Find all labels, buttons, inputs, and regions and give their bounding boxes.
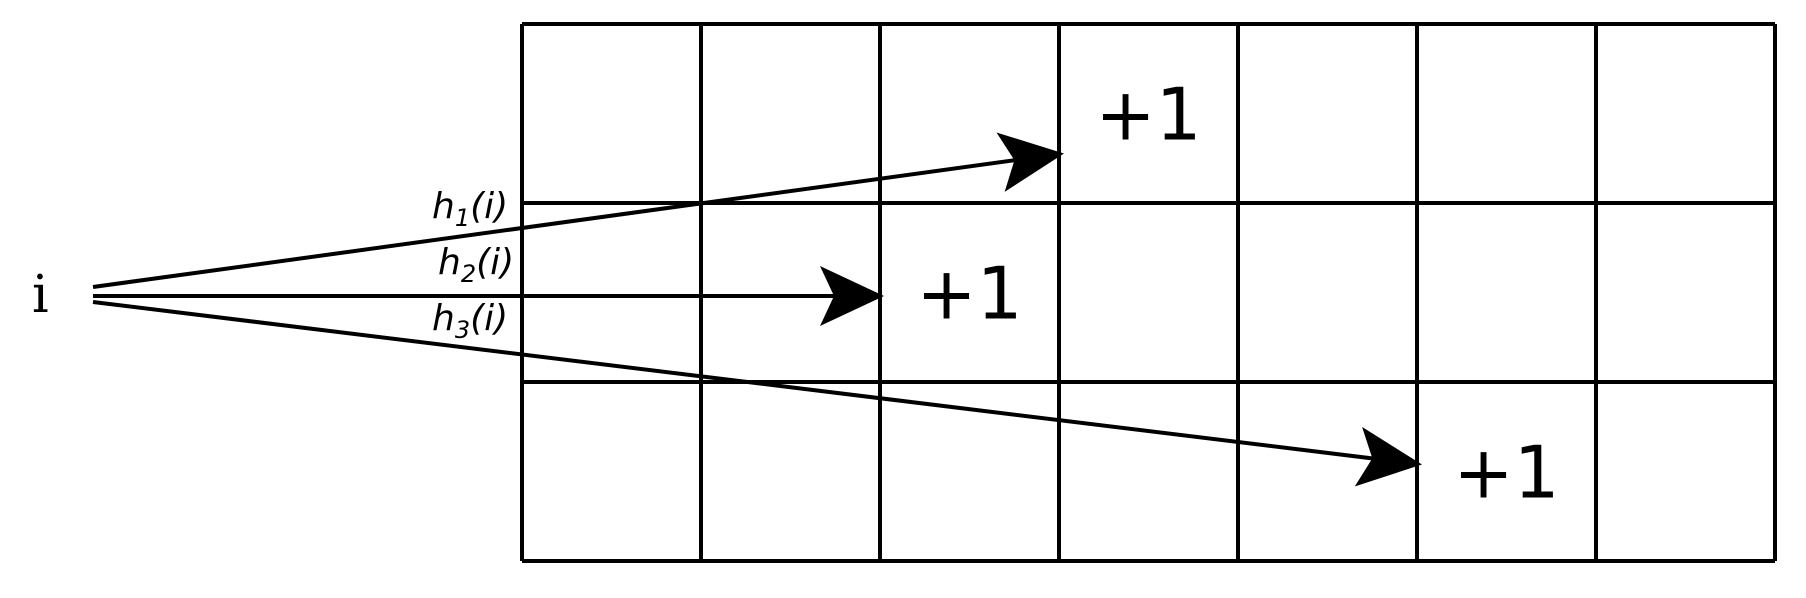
hash-arrow-1 xyxy=(92,132,1064,289)
hash-labels: h1(i) h2(i) h3(i) xyxy=(432,186,514,344)
hash-arrow-3 xyxy=(92,300,1422,487)
increment-label-3: +1 xyxy=(1453,431,1559,515)
item-label: i xyxy=(32,265,49,325)
increment-label-1: +1 xyxy=(1095,73,1201,157)
hash-label-1: h1(i) xyxy=(432,186,508,232)
increment-label-2: +1 xyxy=(916,252,1022,336)
increment-labels: +1 +1 +1 xyxy=(916,73,1559,515)
hash-label-2: h2(i) xyxy=(438,242,514,288)
counter-grid xyxy=(520,22,1777,563)
hash-arrows xyxy=(92,132,1422,487)
hash-label-3: h3(i) xyxy=(432,298,508,344)
